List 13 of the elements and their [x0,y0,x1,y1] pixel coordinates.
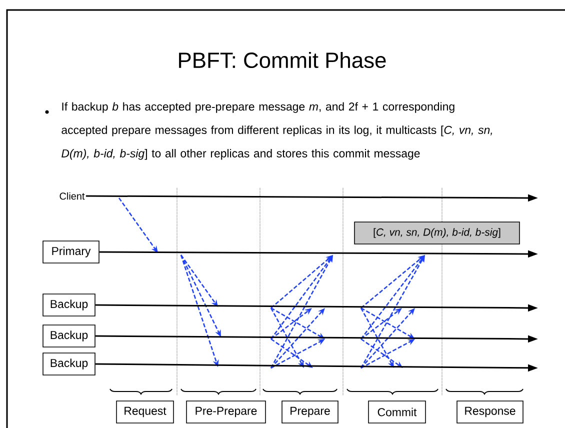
process-box: Backup [42,294,96,316]
phase-box: Response [456,400,524,424]
phase-box: Prepare [282,400,338,424]
process-box: Backup [42,324,96,348]
actor-label: Client [60,192,85,200]
phase-box: Pre-Prepare [186,400,266,424]
phase-box: Request [116,400,174,424]
process-box: Backup [42,352,96,376]
message-box: [C, vn, sn, D(m), b-id, b-sig] [354,222,520,244]
slide-title: PBFT: Commit Phase [179,52,386,68]
bullet-text: If backup b has accepted pre-prepare message m, and 2f + 1 corresponding accepted prepare messages from different replicas in its log, it multicasts [C, vn, sn, D(m), b-id, b-sig] to all other replicas and stores this commit message [62,102,492,160]
phase-box: Commit [368,400,426,424]
process-box: Primary [42,240,100,264]
